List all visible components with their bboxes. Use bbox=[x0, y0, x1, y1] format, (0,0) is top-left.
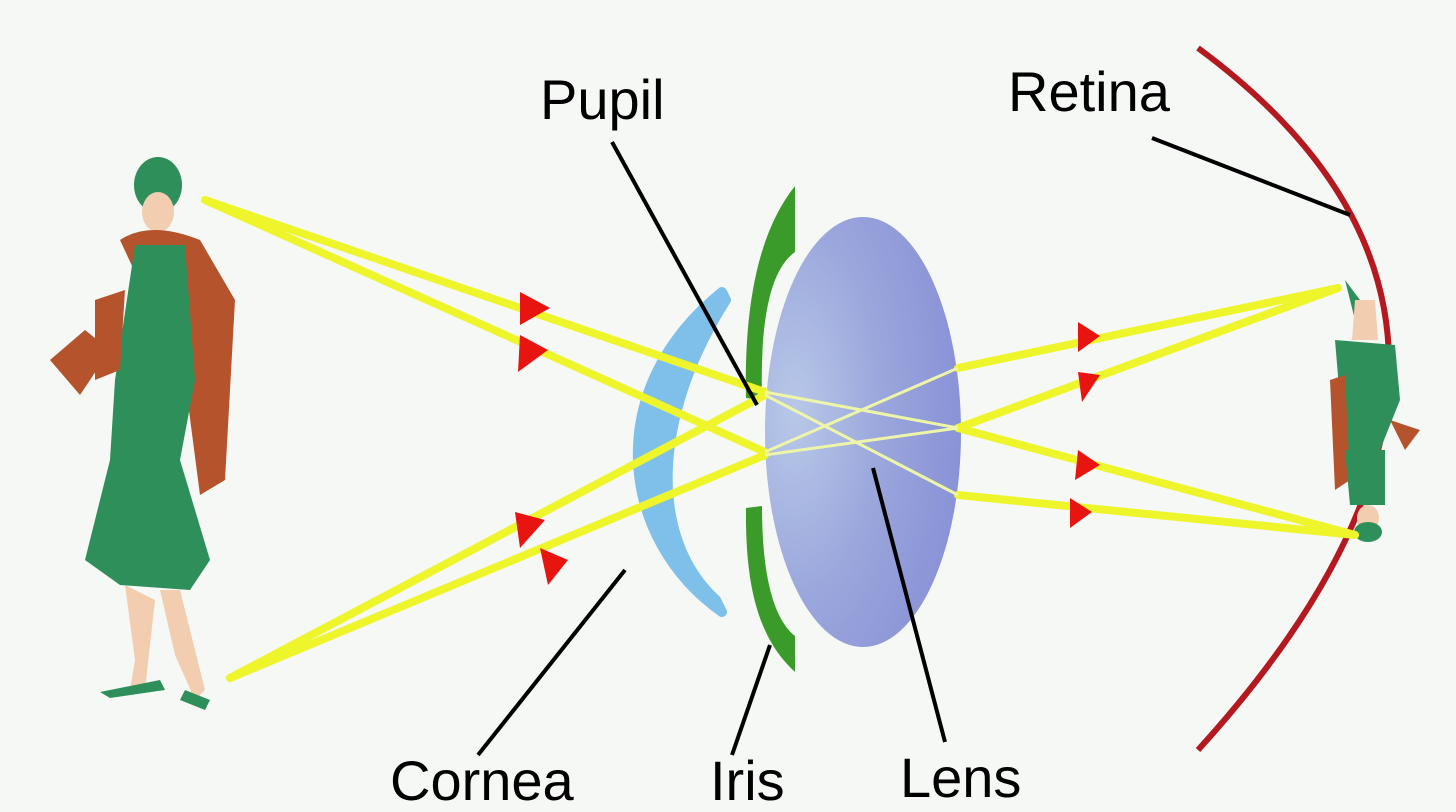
retina-label: Retina bbox=[1008, 60, 1170, 123]
arrow-icon bbox=[1078, 322, 1100, 352]
arrow-icon bbox=[1070, 498, 1092, 528]
arrow-icon bbox=[1078, 372, 1100, 402]
arrow-icon bbox=[515, 512, 545, 548]
lens-label: Lens bbox=[900, 746, 1022, 809]
iris-lower-shape bbox=[745, 506, 795, 672]
arrow-icon bbox=[1075, 450, 1100, 480]
iris-label: Iris bbox=[710, 749, 785, 812]
leader-lines bbox=[476, 136, 1351, 757]
lens-shape bbox=[765, 217, 961, 647]
cornea-label: Cornea bbox=[390, 749, 574, 812]
pupil-label: Pupil bbox=[540, 68, 665, 131]
woman-figure-upright-icon bbox=[50, 157, 235, 710]
woman-figure-inverted-icon bbox=[1330, 280, 1420, 542]
light-rays bbox=[201, 196, 1359, 682]
iris-upper-shape bbox=[745, 186, 795, 400]
rays-inside-lens bbox=[764, 366, 959, 497]
arrow-icon bbox=[540, 548, 568, 585]
arrow-icon bbox=[520, 292, 550, 325]
direction-arrows bbox=[515, 292, 1100, 585]
arrow-icon bbox=[518, 335, 548, 372]
